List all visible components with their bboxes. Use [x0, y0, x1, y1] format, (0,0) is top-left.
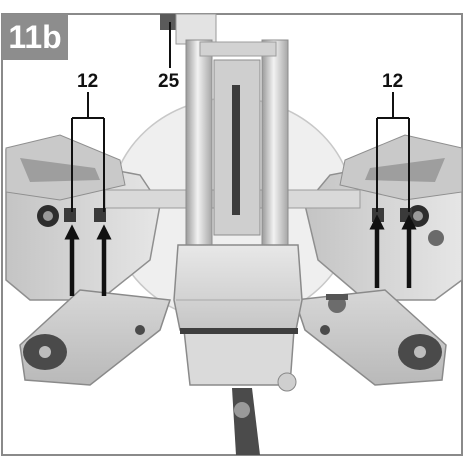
figure-label: 11b	[2, 14, 68, 60]
right-arrows	[369, 214, 417, 288]
slide-rail-right	[261, 39, 289, 261]
left-callout-bracket	[71, 92, 105, 212]
right-callout-bracket	[376, 92, 410, 212]
callout-left-12: 12	[77, 71, 99, 92]
callout-right-12: 12	[382, 71, 404, 92]
slide-rail-left	[185, 39, 213, 261]
left-clamp-screws	[37, 205, 106, 227]
callout-25: 25	[158, 71, 180, 92]
left-arrows	[64, 224, 112, 296]
rail-bracket	[199, 41, 277, 57]
motor-housing	[173, 244, 303, 331]
handle-lower	[183, 329, 295, 386]
